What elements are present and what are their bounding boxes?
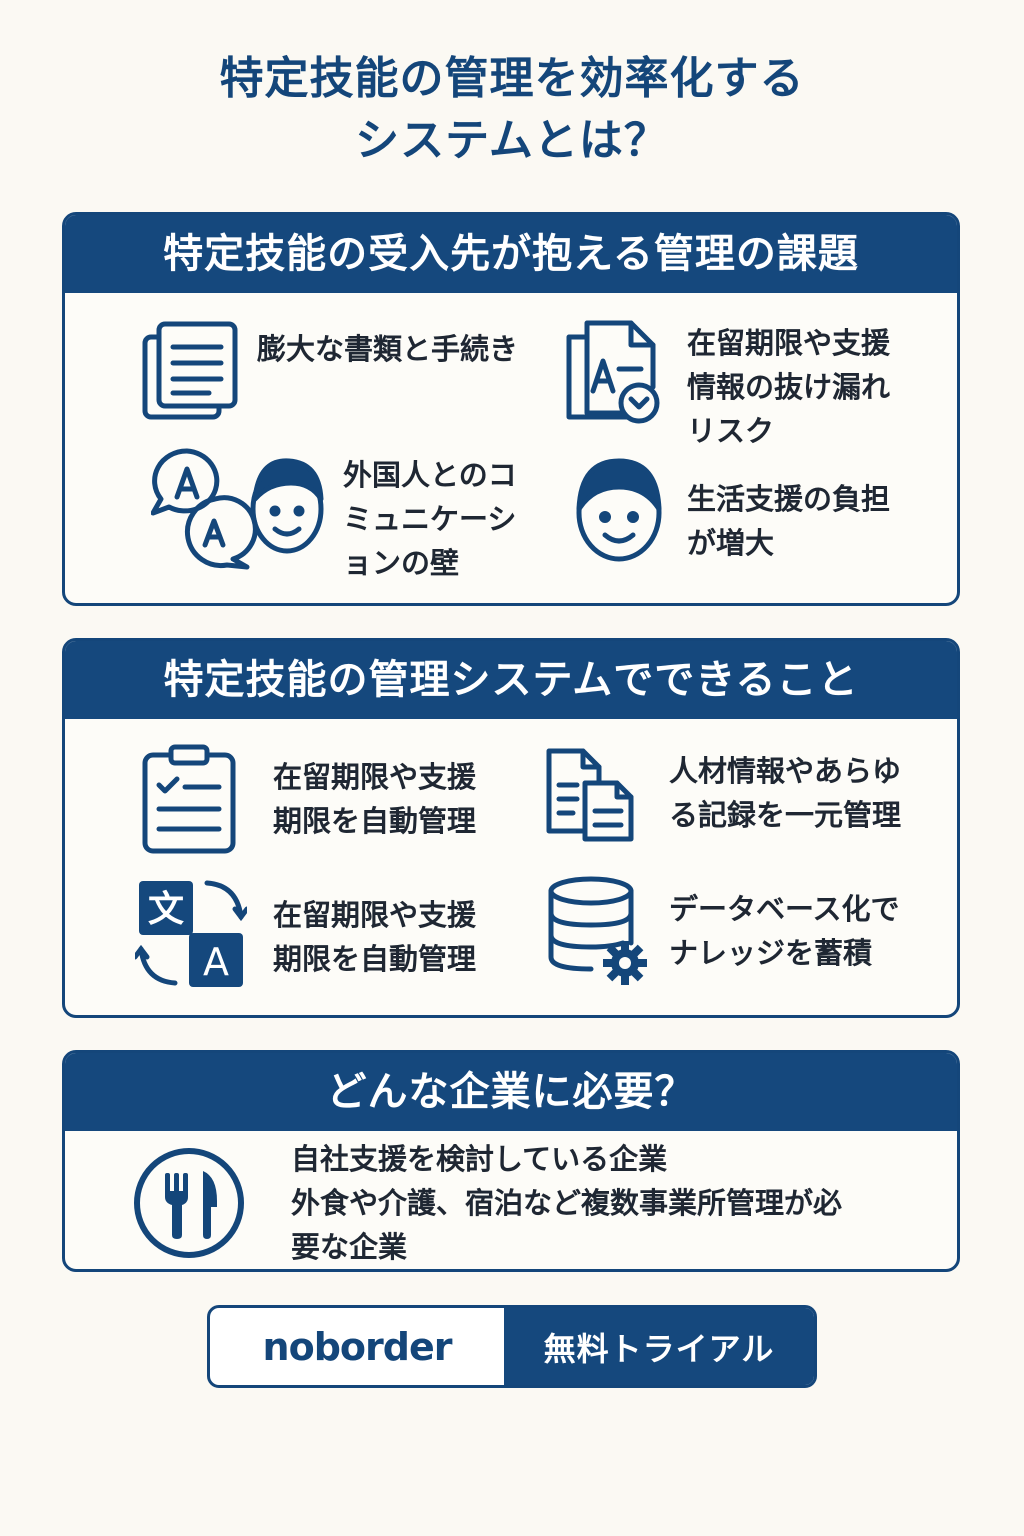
features-heading: 特定技能の管理システムでできること [65,641,957,719]
text-line: リスク [687,414,775,448]
text-line: 人材情報やあらゆ [669,754,902,788]
translation-document-icon [566,320,660,424]
checklist-clipboard-icon [142,744,236,854]
text-line: データベース化で [669,892,900,926]
text-line: が増大 [687,526,775,560]
challenges-heading: 特定技能の受入先が抱える管理の課題 [65,215,957,293]
challenge-item-3-text: 外国人とのコ ミュニケーシ ョンの壁 [343,453,517,585]
feature-item-2-text: 人材情報やあらゆ る記録を一元管理 [669,749,901,837]
title-line-1: 特定技能の管理を効率化する [219,53,805,104]
document-stack-icon [142,321,238,420]
person-face-icon [576,458,662,562]
fork-knife-icon [134,1148,244,1258]
target-companies-panel: どんな企業に必要？ 自社支援を検討している企業 外食や介護、宿泊など複数事業所管… [62,1050,960,1272]
text-line: 外国人とのコ [343,458,517,492]
text-line: 生活支援の負担 [687,482,891,516]
challenge-item-2-text: 在留期限や支援 情報の抜け漏れ リスク [687,321,890,453]
target-companies-text: 自社支援を検討している企業 外食や介護、宿泊など複数事業所管理が必 要な企業 [291,1137,842,1269]
text-line: 膨大な書類と手続き [257,332,519,366]
target-companies-heading: どんな企業に必要？ [65,1053,957,1131]
feature-item-1-text: 在留期限や支援 期限を自動管理 [273,755,476,843]
text-line: 要な企業 [291,1230,408,1264]
title-line-2: システムとは？ [355,115,669,166]
feature-item-4-text: データベース化で ナレッジを蓄積 [669,887,900,975]
text-line: 期限を自動管理 [273,942,477,976]
page-title: 特定技能の管理を効率化する システムとは？ [0,48,1024,172]
challenge-item-4-text: 生活支援の負担 が増大 [687,477,890,565]
text-line: 在留期限や支援 [273,760,477,794]
features-panel: 特定技能の管理システムでできること 在留期限や支援 期限を自動管理 [62,638,960,1018]
text-line: る記録を一元管理 [669,798,902,832]
documents-icon [546,748,634,842]
text-line: 自社支援を検討している企業 [291,1142,668,1176]
svg-text:文: 文 [148,889,184,930]
feature-item-3-text: 在留期限や支援 期限を自動管理 [273,893,476,981]
text-line: 在留期限や支援 [273,898,477,932]
noborder-logo[interactable]: noborder [262,1324,453,1369]
text-line: 期限を自動管理 [273,804,477,838]
text-line: ョンの壁 [343,546,460,580]
text-line: 外食や介護、宿泊など複数事業所管理が必 [291,1186,843,1220]
svg-text:A: A [203,940,229,984]
challenge-item-1-text: 膨大な書類と手続き [257,327,518,371]
translate-icon: 文 A [135,880,247,987]
text-line: 情報の抜け漏れ [687,370,891,404]
text-line: 在留期限や支援 [687,326,891,360]
text-line: ナレッジを蓄積 [669,936,873,970]
text-line: ミュニケーシ [343,502,517,536]
chat-person-icon [151,448,324,570]
challenges-panel: 特定技能の受入先が抱える管理の課題 膨大な書類と手続き 在留期限や支援 情報の抜… [62,212,960,606]
database-gear-icon [548,876,647,985]
cta-bar: noborder 無料トライアル [207,1305,817,1388]
free-trial-button[interactable]: 無料トライアル [504,1308,814,1385]
